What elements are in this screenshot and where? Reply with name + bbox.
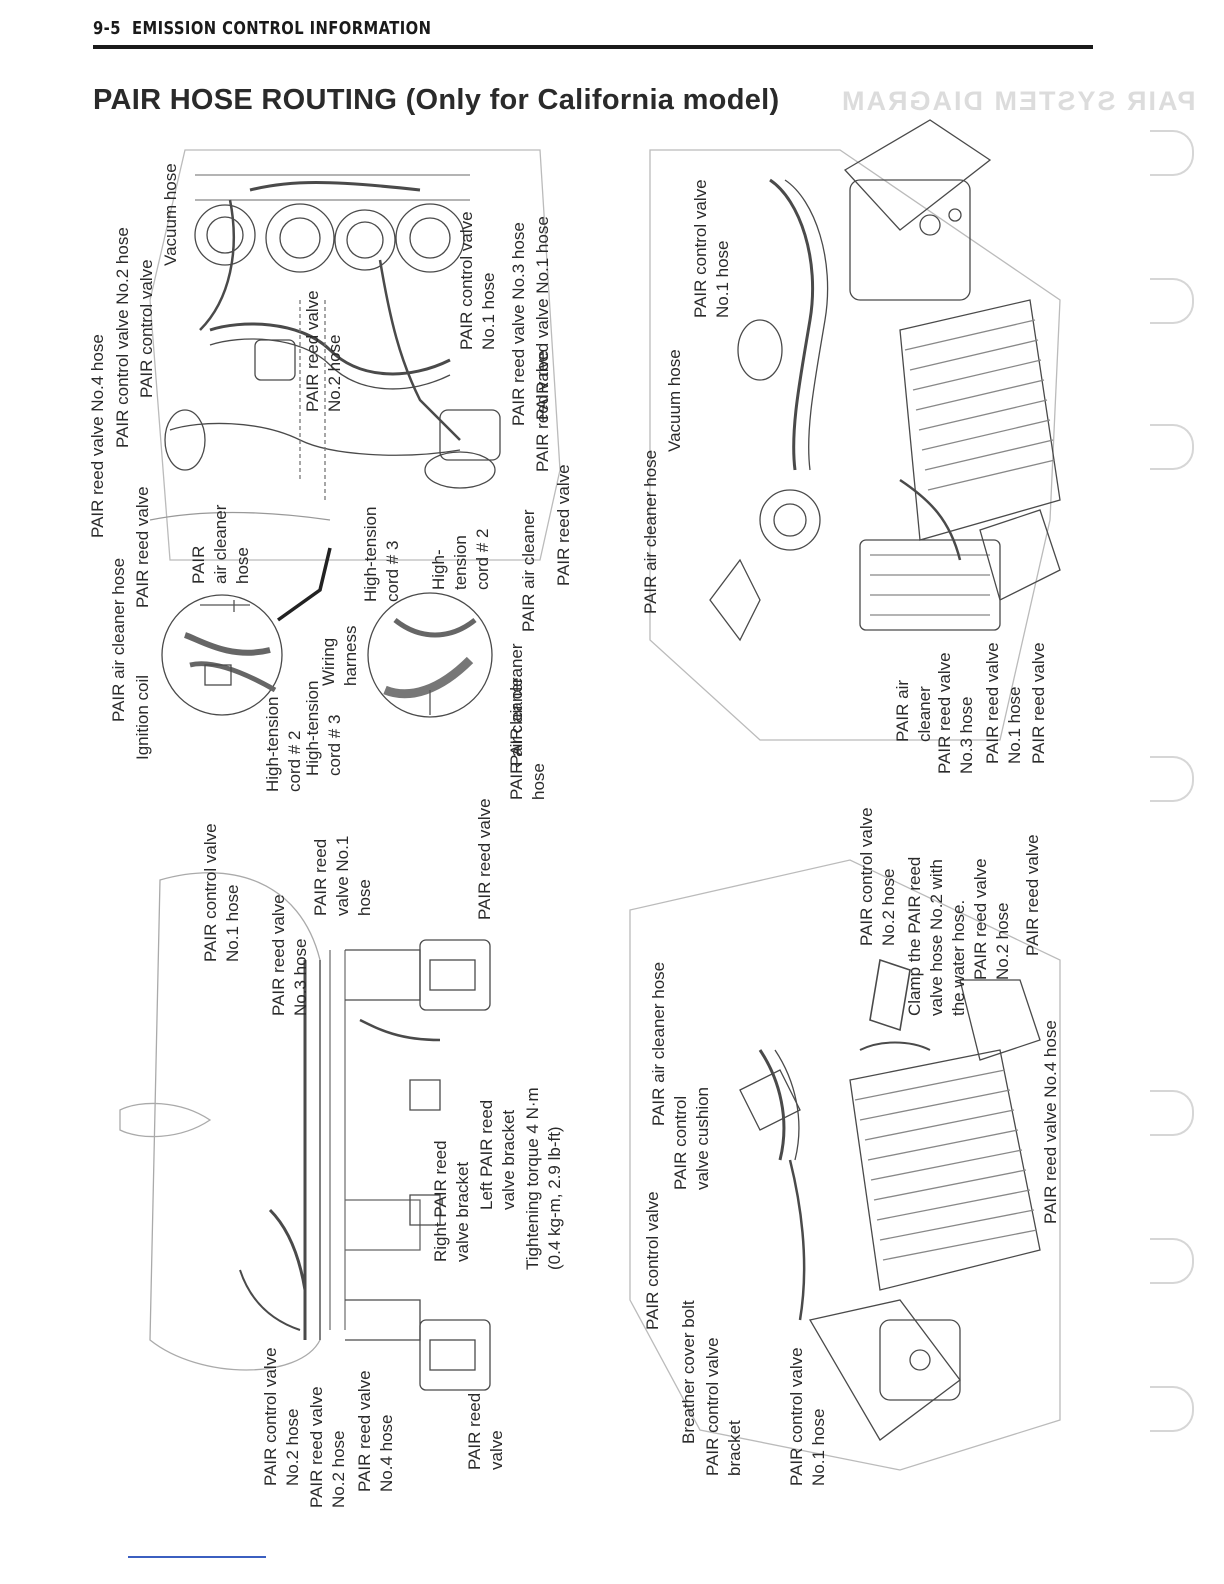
label-control-valve-no2-hose: PAIR control valve No.2 hose	[113, 227, 132, 448]
label-d3-right-bracket: Right PAIR reed valve bracket	[431, 1140, 472, 1262]
label-d4-air-cleaner-hose: PAIR air cleaner hose	[649, 961, 668, 1126]
label-air-cleaner-hose-stacked: PAIR air cleaner hose	[189, 504, 252, 584]
label-d4-reed-valve: PAIR reed valve	[1023, 834, 1042, 956]
label-d4-breather-cover-bolt: Breather cover bolt	[679, 1300, 698, 1444]
label-d2-reed-valve-no1-hose: PAIR reed valve No.1 hose	[983, 642, 1024, 764]
label-d2-reed-valve-no3-hose: PAIR reed valve No.3 hose	[935, 652, 976, 774]
label-high-tension-cord-2: High-tension cord # 2	[263, 696, 304, 792]
label-d2-air-cleaner: PAIR air cleaner	[893, 679, 934, 742]
label-high-tension-cord-3: High-tension cord # 3	[303, 680, 344, 776]
label-d3-reed-valve-top: PAIR reed valve	[475, 798, 494, 920]
label-reed-valve-mid: PAIR reed valve	[533, 350, 552, 472]
binder-ring	[1150, 1090, 1194, 1136]
binder-ring	[1150, 130, 1194, 176]
label-d4-reed-valve-no2-hose: PAIR reed valve No.2 hose	[971, 858, 1012, 980]
label-d3-reed-valve-no3-hose: PAIR reed valve No.3 hose	[269, 894, 310, 1016]
binder-ring	[1150, 278, 1194, 324]
page-header: 9-5 EMISSION CONTROL INFORMATION	[93, 18, 1093, 49]
label-reed-valve-no2-hose: PAIR reed valve No.2 hose	[303, 290, 344, 412]
binder-ring	[1150, 424, 1194, 470]
label-ignition-coil: Ignition coil	[133, 674, 152, 760]
label-control-valve: PAIR control valve	[137, 259, 156, 398]
binder-ring	[1150, 1386, 1194, 1432]
header-section-number: 9-5	[93, 18, 121, 39]
label-d2-reed-valve: PAIR reed valve	[1029, 642, 1048, 764]
label-reed-valve-right: PAIR reed valve	[554, 464, 573, 586]
header-title: EMISSION CONTROL INFORMATION	[132, 18, 432, 39]
binder-ring	[1150, 756, 1194, 802]
label-air-cleaner-hose-b: PAIR air cleaner hose	[507, 677, 548, 800]
label-d4-control-valve-no2-hose: PAIR control valve No.2 hose	[857, 807, 898, 946]
diagram-top-right-engine-side-view	[649, 119, 1061, 741]
header-section-title: 9-5 EMISSION CONTROL INFORMATION	[93, 18, 913, 39]
binder-ring	[1150, 1238, 1194, 1284]
label-vacuum-hose: Vacuum hose	[161, 163, 180, 266]
header-rule	[93, 45, 1093, 49]
label-d2-air-cleaner-hose: PAIR air cleaner hose	[641, 449, 660, 614]
label-d2-control-valve-no1-hose: PAIR control valve No.1 hose	[691, 179, 732, 318]
label-control-valve-no1-hose: PAIR control valve No.1 hose	[457, 211, 498, 350]
label-d2-vacuum-hose: Vacuum hose	[665, 349, 684, 452]
label-reed-valve: PAIR reed valve	[133, 486, 152, 608]
label-d4-clamp-note: Clamp the PAIR reed valve hose No.2 with…	[905, 856, 968, 1016]
label-d4-control-valve-bracket: PAIR control valve bracket	[703, 1337, 744, 1476]
label-wiring-harness: Wiring harness	[319, 625, 360, 686]
label-d4-control-valve: PAIR control valve	[643, 1191, 662, 1330]
diagram-bottom-right-engine-side-view	[629, 859, 1061, 1471]
diagram-top-left-engine-top-view	[149, 149, 561, 718]
label-d3-reed-valve-no2-hose: PAIR reed valve No.2 hose	[307, 1386, 348, 1508]
label-d4-control-valve-cushion: PAIR control valve cushion	[671, 1086, 712, 1190]
diagram-bottom-left-reed-valve-brackets	[119, 872, 491, 1391]
label-d3-left-bracket: Left PAIR reed valve bracket	[477, 1099, 518, 1210]
label-reed-valve-no4-hose: PAIR reed valve No.4 hose	[88, 334, 107, 538]
page-title: PAIR HOSE ROUTING (Only for California m…	[93, 84, 780, 116]
label-high-tension-cord-3-top: High-tension cord # 3	[361, 506, 402, 602]
label-reed-valve-no3-hose: PAIR reed valve No.3 hose	[509, 222, 528, 426]
label-d3-control-valve-no2-hose: PAIR control valve No.2 hose	[261, 1347, 302, 1486]
label-d3-tightening-torque: Tightening torque 4 N·m (0.4 kg-m, 2.9 l…	[523, 1087, 564, 1270]
label-air-cleaner-a: PAIR air cleaner	[519, 509, 538, 632]
label-d3-control-valve-no1-hose: PAIR control valve No.1 hose	[201, 823, 242, 962]
label-high-tension-cord-2-top: High- tension cord # 2	[429, 528, 492, 590]
label-air-cleaner-hose: PAIR air cleaner hose	[109, 557, 128, 722]
label-d3-reed-valve-bottom: PAIR reed valve	[465, 1392, 506, 1470]
label-d4-control-valve-no1-hose: PAIR control valve No.1 hose	[787, 1347, 828, 1486]
label-d3-reed-valve-no1-hose: PAIR reed valve No.1 hose	[311, 835, 374, 916]
label-d3-reed-valve-no4-hose: PAIR reed valve No.4 hose	[355, 1370, 396, 1492]
footer-rule	[128, 1556, 266, 1558]
label-d4-reed-valve-no4-hose: PAIR reed valve No.4 hose	[1041, 1020, 1060, 1224]
